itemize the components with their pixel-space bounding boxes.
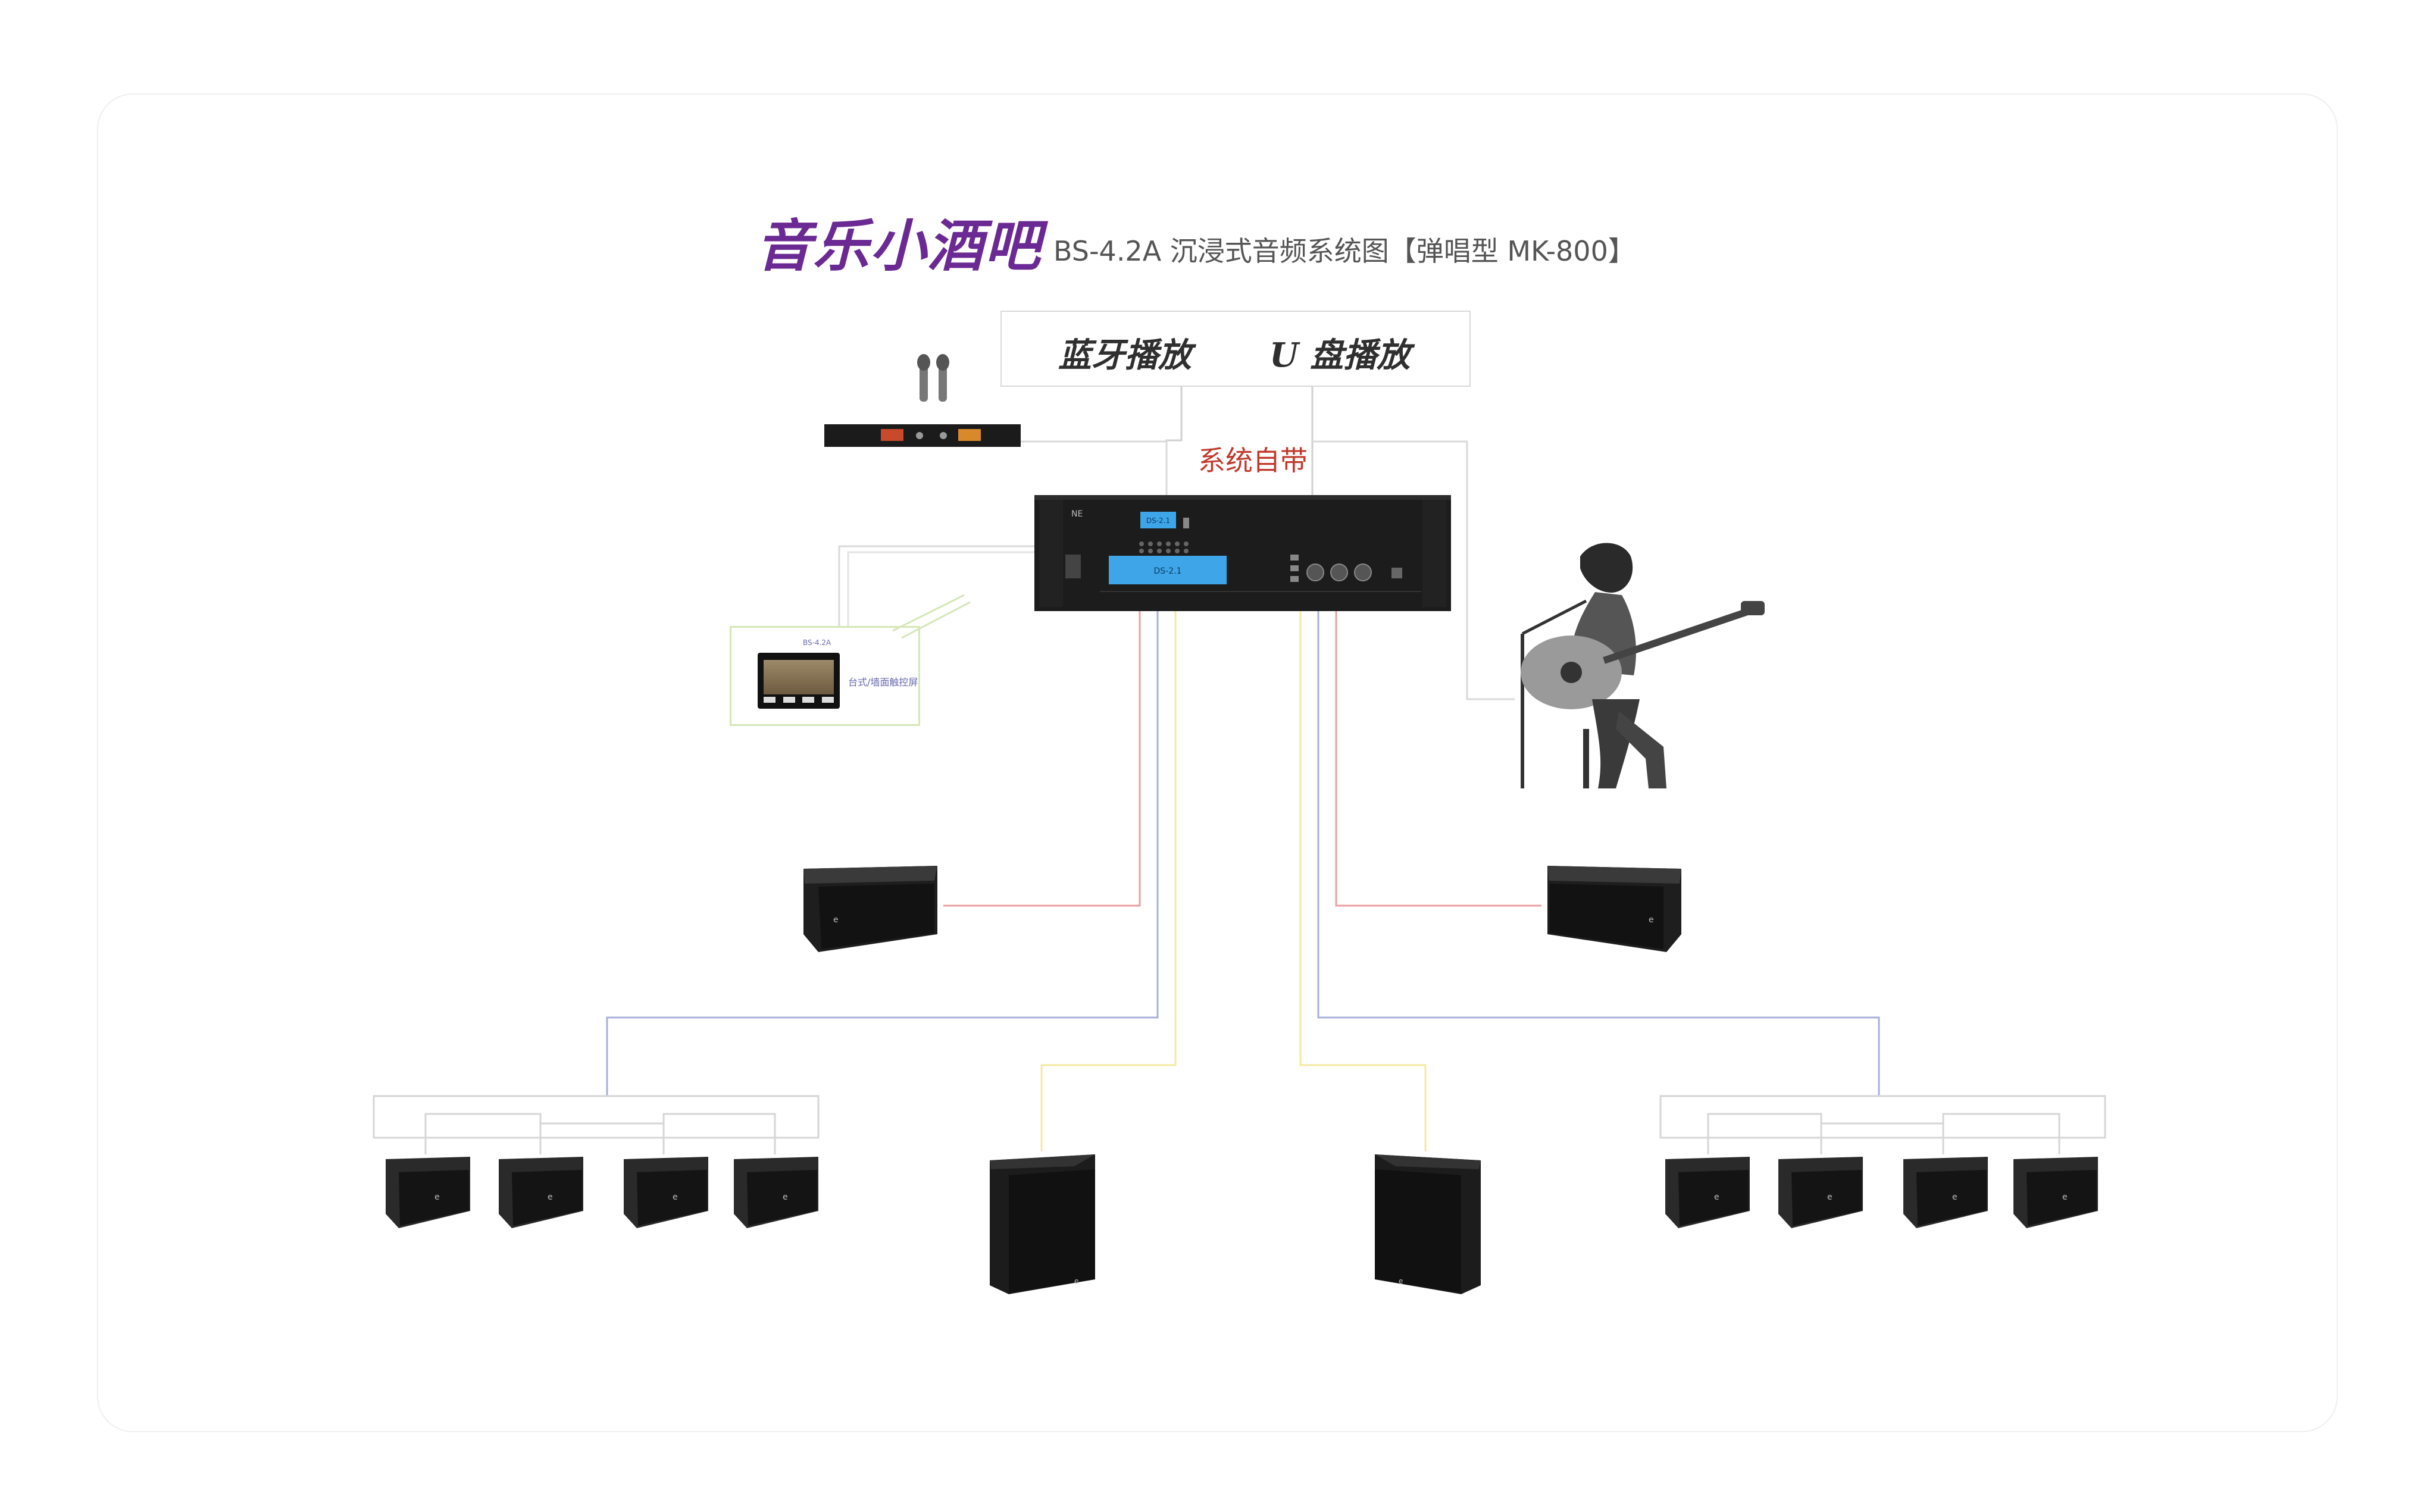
svg-text:e: e — [1714, 1192, 1719, 1202]
svg-text:e: e — [833, 915, 839, 925]
svg-text:e: e — [548, 1192, 553, 1202]
svg-text:e: e — [783, 1192, 788, 1202]
satellite-speaker-r1: e — [1665, 1157, 1750, 1228]
satellite-speaker-l1: e — [386, 1157, 470, 1228]
svg-text:e: e — [1399, 1277, 1403, 1285]
touch-screen-icon — [758, 653, 840, 709]
wireless-mic-receiver — [824, 354, 1021, 447]
amp-brand-label: NE — [1071, 509, 1083, 519]
svg-text:e: e — [434, 1192, 440, 1202]
subwoofer-left: e — [990, 1154, 1095, 1294]
system-builtin-label: 系统自带 — [1198, 444, 1308, 477]
satellite-speaker-l2: e — [499, 1157, 583, 1228]
amp-display-top: DS-2.1 — [1146, 516, 1170, 525]
panel-screen-title: BS-4.2A — [803, 638, 831, 647]
svg-text:e: e — [1827, 1192, 1833, 1202]
satellite-speaker-l4: e — [734, 1157, 818, 1228]
amplifier-processor: NE DS-2.1 DS-2.1 — [1034, 495, 1451, 611]
singer-guitarist-image — [1521, 543, 1765, 788]
satellite-speaker-l3: e — [624, 1157, 708, 1228]
touch-control-panel-box: BS-4.2A 台式/墙面触控屏 — [730, 626, 920, 726]
svg-text:e: e — [1649, 915, 1654, 925]
playback-sources-box: 蓝牙播放 U 盘播放 — [1000, 311, 1471, 387]
satellite-speaker-r4: e — [2013, 1157, 2098, 1228]
touch-panel-label: 台式/墙面触控屏 — [848, 677, 918, 688]
bluetooth-playback-label: 蓝牙播放 — [1058, 336, 1192, 375]
diagram-title: 音乐小酒吧 — [756, 214, 1042, 279]
svg-text:e: e — [1074, 1277, 1078, 1285]
subwoofer-right: e — [1375, 1154, 1481, 1294]
diagram-card — [97, 93, 2338, 1432]
usb-playback-label: U 盘播放 — [1269, 336, 1411, 375]
svg-text:e: e — [673, 1192, 678, 1202]
svg-text:e: e — [1952, 1192, 1957, 1202]
speaker-mid-right: e — [1547, 866, 1681, 952]
satellite-speaker-r2: e — [1778, 1157, 1863, 1228]
diagram-subtitle: BS-4.2A 沉浸式音频系统图【弹唱型 MK-800】 — [1053, 235, 1636, 267]
svg-text:e: e — [2062, 1192, 2068, 1202]
amp-display-main: DS-2.1 — [1154, 566, 1182, 576]
speaker-mid-left: e — [803, 866, 937, 952]
satellite-speaker-r3: e — [1903, 1157, 1988, 1228]
